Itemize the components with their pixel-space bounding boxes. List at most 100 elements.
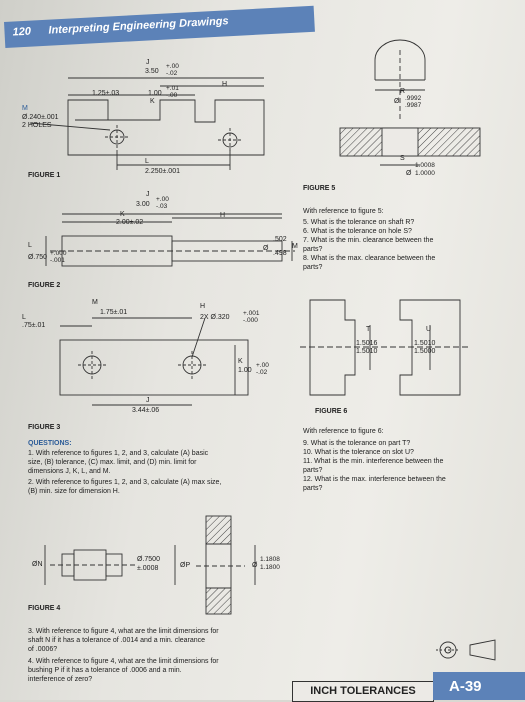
- projection-symbol: [436, 639, 496, 661]
- fig2-dim-m: M: [292, 243, 298, 250]
- figure1-label: FIGURE 1: [28, 172, 61, 179]
- fig6-intro: With reference to figure 6:: [303, 428, 384, 435]
- fig6-question: 9. What is the tolerance on part T?: [303, 440, 411, 447]
- fig1-dim-125: 1.25±.03: [92, 90, 120, 97]
- fig2-dim-300: 3.00: [136, 201, 150, 208]
- figure3-drawing: [59, 317, 249, 406]
- fig3-dim-h: H: [200, 303, 206, 310]
- fig2-dim-502: .502: [273, 236, 287, 243]
- figure3-label: FIGURE 3: [28, 424, 61, 431]
- question-line: 2. With reference to figures 1, 2, and 3…: [28, 479, 222, 486]
- questions-heading: QUESTIONS:: [28, 440, 72, 447]
- fig1-dim-350: 3.50: [145, 68, 159, 75]
- fig4-n: ØN: [32, 561, 43, 568]
- fig2-dim-200: 2.00±.02: [116, 219, 144, 226]
- question-line: (B) min. size for dimension H.: [28, 488, 120, 495]
- fig2-dim-498: .498: [273, 250, 287, 257]
- fig5-r-lower: .9987: [405, 102, 422, 109]
- fig4-question: 4. With reference to figure 4, what are …: [28, 658, 219, 665]
- fig5-question: 7. What is the min. clearance between th…: [303, 237, 434, 244]
- figure4-drawing: [44, 515, 256, 615]
- figure1-drawing: [29, 77, 265, 170]
- figure6-label: FIGURE 6: [315, 408, 348, 415]
- fig1-dim-h: H: [222, 81, 228, 88]
- fig3-dim-1-tol-lower: -.02: [256, 369, 268, 376]
- fig1-dim-l: L: [145, 158, 149, 165]
- fig6-t-lower: 1.5010: [356, 348, 378, 355]
- figure2-drawing: [45, 213, 295, 267]
- fig3-dim-175: 1.75±.01: [100, 309, 128, 316]
- fig2-dim-300-tol-upper: +.00: [156, 196, 169, 203]
- fig2-dim-h: H: [220, 212, 226, 219]
- fig5-intro: With reference to figure 5:: [303, 208, 384, 215]
- fig5-dia-s: Ø: [406, 170, 412, 177]
- fig2-dim-l: L: [28, 242, 32, 249]
- fig3-dim-k: K: [238, 358, 243, 365]
- fig1-dim-225: 2.250±.001: [145, 168, 180, 175]
- fig4-p-lower: 1.1800: [260, 564, 280, 571]
- fig4-question: interference of zero?: [28, 676, 93, 683]
- page-tag: A-39: [433, 672, 525, 700]
- fig3-dim-344: 3.44±.06: [132, 407, 160, 414]
- fig5-s-upper: 1.0008: [415, 162, 435, 169]
- fig6-question: 11. What is the min. interference betwee…: [303, 458, 444, 465]
- fig5-question: parts?: [303, 264, 323, 271]
- fig3-dim-075: .75±.01: [22, 322, 46, 329]
- fig1-dim-j: J: [146, 59, 150, 66]
- fig2-dim-k: K: [120, 211, 125, 218]
- fig4-n-upper: Ø.7500: [137, 556, 160, 563]
- fig4-question: bushing P if it has a tolerance of .0006…: [28, 667, 182, 674]
- fig5-r: R: [400, 88, 406, 95]
- page-tag-label: A-39: [449, 678, 482, 695]
- section-footer: INCH TOLERANCES: [292, 681, 434, 702]
- fig5-s-lower: 1.0000: [415, 170, 435, 177]
- fig5-question: 6. What is the tolerance on hole S?: [303, 228, 412, 235]
- figure5-drawing: [339, 39, 481, 166]
- fig6-t: T: [366, 326, 371, 333]
- figure5-label: FIGURE 5: [303, 185, 336, 192]
- fig5-s: S: [400, 155, 405, 162]
- question-line: size, (B) tolerance, (C) max. limit, and…: [28, 459, 197, 466]
- fig1-dim-350-tol-lower: -.02: [166, 70, 178, 77]
- fig3-dim-l: L: [22, 314, 26, 321]
- question-line: dimensions J, K, L, and M.: [28, 468, 111, 475]
- fig3-dim-1-tol-upper: +.00: [256, 362, 269, 369]
- fig3-dim-1: 1.00: [238, 367, 252, 374]
- fig2-dim-750-tol-upper: +.000: [50, 250, 67, 257]
- fig5-question: parts?: [303, 246, 323, 253]
- fig4-dia: Ø: [252, 562, 258, 569]
- fig1-holes-label: 2 HOLES: [22, 122, 52, 129]
- fig3-dim-2x: 2X Ø.320: [200, 314, 230, 321]
- figure2-label: FIGURE 2: [28, 282, 61, 289]
- fig1-dim-m: M: [22, 105, 28, 112]
- fig2-dim-j: J: [146, 191, 150, 198]
- fig6-question: 10. What is the tolerance on slot U?: [303, 449, 414, 456]
- figure4-label: FIGURE 4: [28, 605, 61, 612]
- fig5-question: 8. What is the max. clearance between th…: [303, 255, 436, 262]
- fig6-u-upper: 1.5010: [414, 340, 436, 347]
- fig1-dim-100-tol-lower: -.00: [166, 92, 178, 99]
- fig5-dia-r: Ø: [394, 98, 400, 105]
- fig3-dim-j: J: [146, 397, 150, 404]
- fig1-dim-100-tol-upper: +.01: [166, 85, 179, 92]
- fig3-dim-m: M: [92, 299, 98, 306]
- question-line: 1. With reference to figures 1, 2, and 3…: [28, 450, 209, 457]
- fig5-question: 5. What is the tolerance on shaft R?: [303, 219, 415, 226]
- fig3-dim-2x-tol-lower: -.000: [243, 317, 258, 324]
- fig6-question: parts?: [303, 467, 323, 474]
- fig4-question: 3. With reference to figure 4, what are …: [28, 628, 219, 635]
- fig4-question: of .0006?: [28, 646, 58, 653]
- fig1-dim-100: 1.00: [148, 90, 162, 97]
- fig6-u: U: [426, 326, 432, 333]
- fig6-question: 12. What is the max. interference betwee…: [303, 476, 446, 483]
- fig6-t-upper: 1.5016: [356, 340, 378, 347]
- fig4-p: ØP: [180, 562, 191, 569]
- fig4-question: shaft N if it has a tolerance of .0014 a…: [28, 637, 206, 644]
- fig4-n-lower: ±.0008: [137, 565, 159, 572]
- fig1-holes-dia: Ø.240±.001: [22, 114, 59, 121]
- fig1-dim-350-tol-upper: +.00: [166, 63, 179, 70]
- fig1-dim-k: K: [150, 98, 155, 105]
- fig2-dim-750: Ø.750: [28, 254, 48, 261]
